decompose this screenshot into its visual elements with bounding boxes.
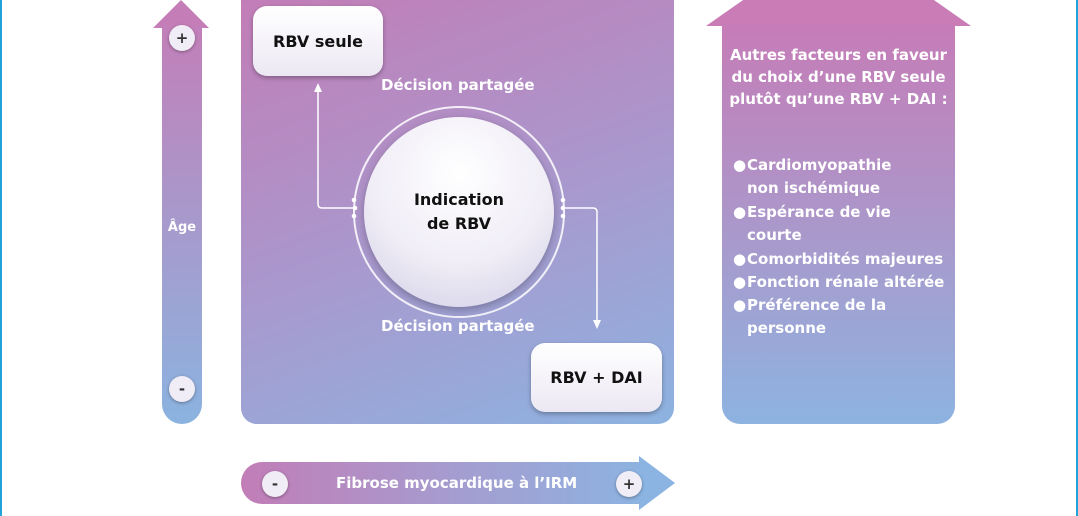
factor-text-cont: non ischémique xyxy=(747,179,881,197)
factor-item: ●Cardiomyopathie non ischémique xyxy=(733,154,891,200)
arrow-to-rbv-seule xyxy=(317,90,355,209)
factors-title: Autres facteurs en faveur du choix d’une… xyxy=(722,44,955,110)
age-minus-sign: - xyxy=(169,376,195,402)
shared-decision-label-bottom: Décision partagée xyxy=(381,317,535,335)
option-rbv-dai: RBV + DAI xyxy=(531,343,662,412)
frame-edge-left xyxy=(0,0,2,516)
fibrosis-axis-label: Fibrose myocardique à l’IRM xyxy=(336,474,578,492)
arrowhead-down xyxy=(593,320,601,329)
connector-dot xyxy=(560,205,566,211)
factor-item: ●Espérance de vie courte xyxy=(733,201,891,247)
factor-text-cont: courte xyxy=(747,226,802,244)
factors-title-line: Autres facteurs en faveur xyxy=(729,46,948,64)
indication-circle: Indication de RBV xyxy=(364,117,554,307)
arrow-to-rbv-dai xyxy=(563,207,598,322)
indication-line-1: Indication xyxy=(413,190,505,209)
factors-panel xyxy=(722,24,955,424)
fibrosis-axis-bar xyxy=(241,462,641,504)
age-axis-bar xyxy=(162,26,202,424)
bullet-icon: ● xyxy=(733,203,747,221)
connector-dot xyxy=(351,197,357,203)
factor-text: Préférence de la xyxy=(747,296,887,314)
factor-item: ●Préférence de la personne xyxy=(733,294,886,340)
factor-item: ●Fonction rénale altérée xyxy=(733,271,944,294)
factor-text: Cardiomyopathie xyxy=(747,156,892,174)
factor-text: Comorbidités majeures xyxy=(747,250,944,268)
factor-item: ●Comorbidités majeures xyxy=(733,248,943,271)
fibrosis-minus-sign: - xyxy=(262,471,288,497)
age-axis-label: Âge xyxy=(167,220,197,235)
frame-edge-right xyxy=(1076,0,1078,516)
factor-text: Fonction rénale altérée xyxy=(747,273,945,291)
bullet-icon: ● xyxy=(733,296,747,314)
factor-text: Espérance de vie xyxy=(747,203,891,221)
factors-arrow-head xyxy=(706,0,971,26)
connector-dot xyxy=(560,197,566,203)
indication-ring xyxy=(353,106,565,318)
connector-dot xyxy=(351,213,357,219)
fibrosis-plus-sign: + xyxy=(616,471,642,497)
shared-decision-label-top: Décision partagée xyxy=(381,76,535,94)
factors-title-line: du choix d’une RBV seule xyxy=(731,68,946,86)
connector-dot xyxy=(352,205,358,211)
indication-line-2: de RBV xyxy=(426,214,492,233)
bullet-icon: ● xyxy=(733,273,747,291)
factor-text-cont: personne xyxy=(747,319,827,337)
bullet-icon: ● xyxy=(733,156,747,174)
age-plus-sign: + xyxy=(169,25,195,51)
bullet-icon: ● xyxy=(733,250,747,268)
option-rbv-seule: RBV seule xyxy=(253,6,383,76)
factors-title-line: plutôt qu’une RBV + DAI : xyxy=(729,90,948,108)
connector-dot xyxy=(560,213,566,219)
arrowhead-up xyxy=(314,83,322,92)
